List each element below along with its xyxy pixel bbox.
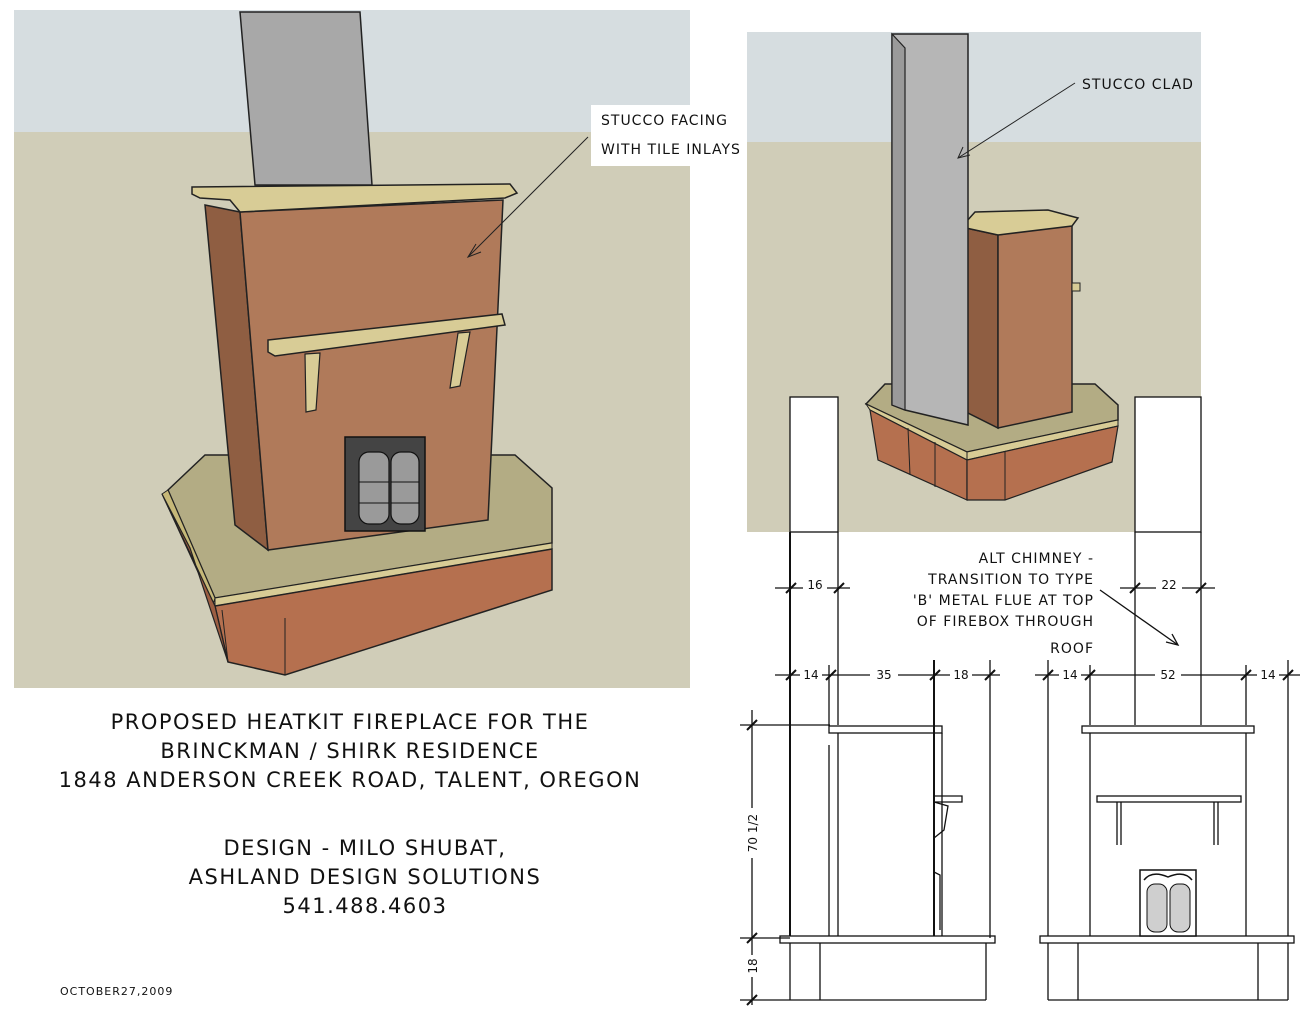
- front-fire-door: [1139, 869, 1197, 937]
- dim-side-left: 14: [803, 668, 818, 682]
- stucco-facing-label-1: STUCCO FACING: [601, 113, 728, 129]
- alt-chimney-note: ALT CHIMNEY - TRANSITION TO TYPE 'B' MET…: [913, 551, 1094, 657]
- alt-chimney-line-4: OF FIREBOX THROUGH: [917, 614, 1094, 630]
- alt-chimney-line-5: ROOF: [1050, 641, 1094, 657]
- firebox-front-2: [997, 223, 1073, 429]
- title-line-2: BRINCKMAN / SHIRK RESIDENCE: [160, 739, 540, 763]
- title-line-3: 1848 ANDERSON CREEK ROAD, TALENT, OREGON: [58, 768, 642, 792]
- dim-side-base: 18: [746, 958, 760, 973]
- sky-background-2: [747, 32, 1201, 142]
- firebox-side-2: [965, 227, 999, 430]
- fire-door-left: [358, 451, 390, 525]
- fire-door-right: [390, 451, 420, 525]
- alt-chimney-line-1: ALT CHIMNEY -: [979, 551, 1094, 567]
- dim-side-height: 70 1/2: [746, 814, 760, 852]
- front-elevation: [1035, 396, 1300, 1001]
- dim-side-right: 18: [953, 668, 968, 682]
- credit-line-1: DESIGN - MILO SHUBAT,: [223, 836, 507, 860]
- dim-front-middle: 52: [1160, 668, 1175, 682]
- dim-front-right: 14: [1260, 668, 1275, 682]
- stucco-facing-label-2: WITH TILE INLAYS: [601, 142, 741, 158]
- title-line-1: PROPOSED HEATKIT FIREPLACE FOR THE: [110, 710, 590, 734]
- credits-block: DESIGN - MILO SHUBAT, ASHLAND DESIGN SOL…: [150, 834, 580, 921]
- credit-line-3: 541.488.4603: [282, 894, 448, 918]
- firebox-cap-2: [965, 209, 1080, 236]
- drawing-date: OCTOBER27,2009: [60, 985, 174, 998]
- perspective-view-front: STUCCO FACING WITH TILE INLAYS: [14, 10, 804, 688]
- leader-stucco-facing: [467, 136, 589, 258]
- dim-front-left: 14: [1062, 668, 1077, 682]
- title-block: PROPOSED HEATKIT FIREPLACE FOR THE BRINC…: [10, 708, 690, 795]
- alt-chimney-line-3: 'B' METAL FLUE AT TOP: [913, 593, 1094, 609]
- dim-side-chimney: 16: [807, 578, 822, 592]
- mantel-shelf: [267, 313, 506, 357]
- dim-front-chimney: 22: [1161, 578, 1176, 592]
- stucco-clad-label: STUCCO CLAD: [1082, 77, 1194, 93]
- firebox-front: [239, 199, 504, 551]
- credit-line-2: ASHLAND DESIGN SOLUTIONS: [188, 865, 542, 889]
- alt-chimney-line-2: TRANSITION TO TYPE: [927, 572, 1094, 588]
- mantel-bracket-right: [449, 331, 471, 389]
- dim-side-middle: 35: [876, 668, 891, 682]
- side-elevation: [740, 396, 1000, 1006]
- chimney: [239, 11, 373, 186]
- firebox-cap: [191, 183, 519, 213]
- mantel-bracket-left: [304, 352, 321, 413]
- leader-stucco-clad: [957, 82, 1076, 159]
